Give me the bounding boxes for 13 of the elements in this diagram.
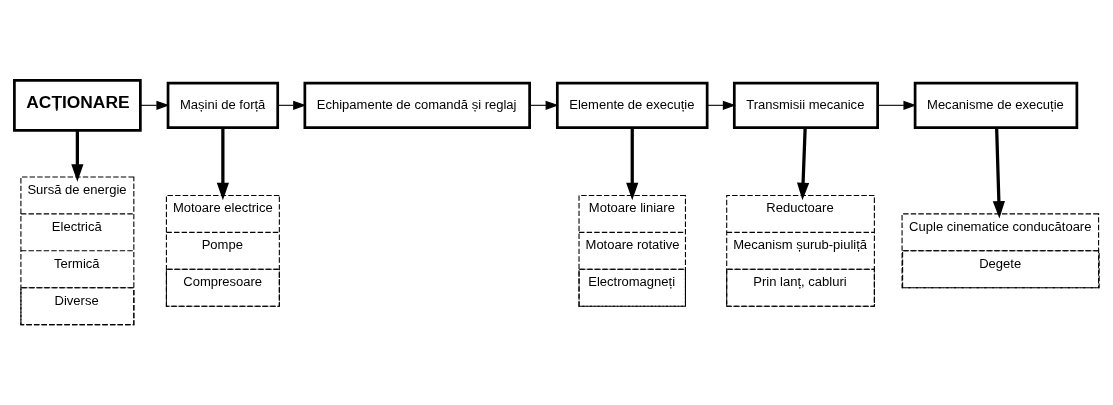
node-box: Transmisii mecanice	[732, 81, 879, 129]
arrow	[797, 127, 810, 201]
node-box: Echipamente de comandă și reglaj	[303, 81, 531, 129]
arrow	[216, 127, 229, 201]
arrow	[71, 130, 84, 182]
arrow	[706, 100, 736, 110]
arrow	[626, 127, 639, 201]
node-box: ACȚIONARE	[13, 79, 142, 132]
node-box: Mașini de forță	[166, 81, 280, 129]
node-box: Elemente de execuție	[555, 81, 709, 129]
arrow	[992, 127, 1005, 219]
node-box: Mecanisme de execuție	[913, 81, 1079, 129]
arrow	[877, 100, 917, 110]
